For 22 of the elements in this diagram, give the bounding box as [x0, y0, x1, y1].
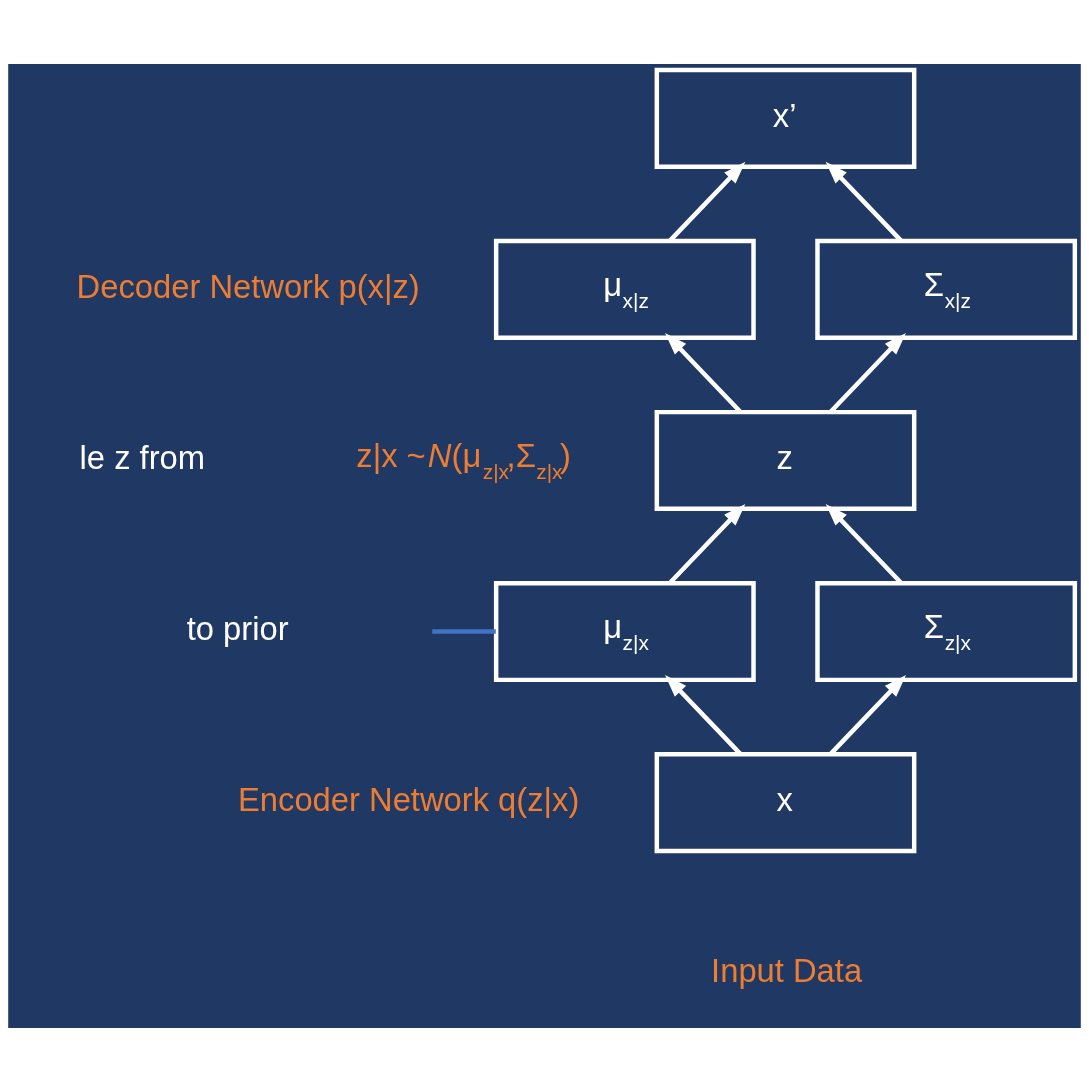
label: le z from: [79, 438, 206, 476]
arrow: [829, 332, 906, 413]
arrow: [668, 503, 746, 584]
node-box: μ$_{x|z}$: [493, 238, 756, 340]
arrow: [665, 674, 742, 755]
node-box: μ$_{z|x}$: [493, 580, 756, 682]
arrow: [665, 332, 742, 413]
arrow: [825, 503, 903, 584]
label: to prior: [186, 609, 289, 647]
node-box: x’: [654, 67, 917, 169]
label: Encoder Network q(z|x): [238, 780, 580, 818]
node-box: x: [654, 751, 917, 853]
connector: [432, 628, 496, 634]
node-label: Input Data: [711, 951, 863, 989]
label: z|x ~N(μ$_{z|x}$,Σ$_{z|x}$): [356, 436, 572, 483]
node-box: Σ$_{z|x}$: [815, 580, 1078, 682]
arrow: [668, 161, 746, 242]
node-box: Σ$_{x|z}$: [815, 238, 1078, 340]
label: Decoder Network p(x|z): [76, 267, 420, 305]
arrow: [829, 674, 906, 755]
node-box: z: [654, 409, 917, 511]
arrow: [825, 161, 903, 242]
